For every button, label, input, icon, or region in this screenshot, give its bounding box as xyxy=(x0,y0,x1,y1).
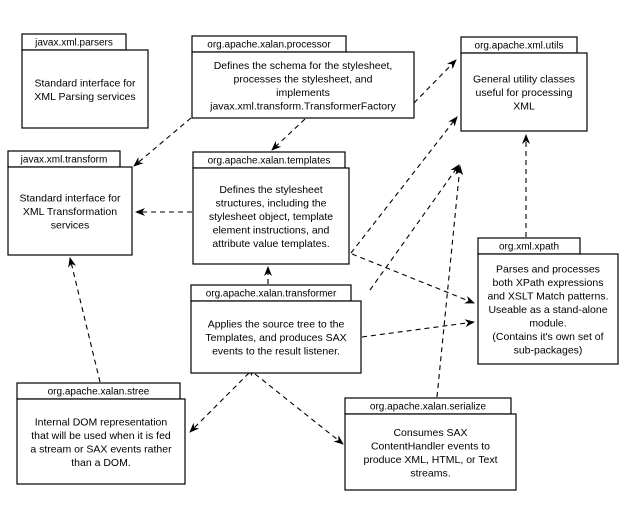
dependency-arrow-serialize-to-utils xyxy=(436,165,464,398)
dependency-arrow-transformer-stree xyxy=(189,366,256,433)
package-body-xpath xyxy=(477,253,619,365)
package-name-serialize: org.apache.xalan.serialize xyxy=(370,402,487,413)
package-name-transform: javax.xml.transform xyxy=(20,155,108,166)
package-description-line-utils-1: useful for processing xyxy=(476,87,573,99)
package-body-stree xyxy=(16,398,186,485)
dependency-arrow-transformer-to-serialize xyxy=(254,373,344,445)
package-description-line-processor-1: processes the stylesheet, and xyxy=(234,73,373,85)
package-description-line-processor-0: Defines the schema for the stylesheet, xyxy=(214,60,393,72)
package-description-line-xpath-1: both XPath expressions xyxy=(493,277,604,289)
dependency-arrow-transformer-to-utils xyxy=(369,164,460,291)
package-description-line-xpath-2: and XSLT Match patterns. xyxy=(487,291,608,303)
package-description-line-utils-0: General utility classes xyxy=(473,74,575,86)
dependency-arrow-stree-to-transform xyxy=(68,257,101,383)
package-description-line-serialize-0: Consumes SAX xyxy=(393,427,467,439)
package-body-transformer xyxy=(190,300,362,374)
package-description-line-serialize-3: streams. xyxy=(410,467,450,479)
package-name-processor: org.apache.xalan.processor xyxy=(207,40,331,51)
package-body-parsers xyxy=(21,49,149,129)
package-description-line-stree-2: a stream or SAX events rather xyxy=(30,443,172,455)
package-body-processor xyxy=(191,51,415,119)
package-description-line-parsers-1: XML Parsing services xyxy=(34,91,135,103)
package-description-line-transform-0: Standard interface for xyxy=(20,193,121,205)
dependency-arrow-templates-to-xpath xyxy=(351,253,475,304)
dependency-arrow-processor-to-templates xyxy=(271,118,306,151)
package-description-line-templates-3: element instructions, and xyxy=(213,225,330,237)
package-description-line-templates-0: Defines the stylesheet xyxy=(219,184,322,196)
package-name-transformer: org.apache.xalan.transformer xyxy=(206,289,337,300)
package-description-line-templates-4: attribute value templates. xyxy=(212,238,329,250)
package-description-line-stree-0: Internal DOM representation xyxy=(35,416,168,428)
package-description-line-xpath-3: Useable as a stand-alone xyxy=(488,304,607,316)
package-description-line-templates-2: stylesheet object, template xyxy=(209,211,333,223)
package-name-stree: org.apache.xalan.stree xyxy=(48,387,150,398)
package-body-utils xyxy=(460,52,588,132)
package-description-line-xpath-4: module. xyxy=(529,318,566,330)
dependency-arrow-templates-to-utils xyxy=(350,116,458,254)
package-description-line-processor-2: implements xyxy=(276,87,330,99)
package-description-line-utils-2: XML xyxy=(513,101,535,113)
dependency-arrow-transformer-to-xpath xyxy=(361,319,475,338)
package-description-line-parsers-0: Standard interface for xyxy=(35,77,136,89)
dependency-arrow-processor-to-utils xyxy=(413,59,457,104)
package-description-line-serialize-1: ContentHandler events to xyxy=(371,440,490,452)
dependency-arrow-processor-to-transform xyxy=(133,117,192,167)
package-description-line-stree-3: than a DOM. xyxy=(71,457,131,469)
package-description-line-xpath-0: Parses and processes xyxy=(496,264,600,276)
package-description-line-transform-2: services xyxy=(51,220,90,232)
package-name-parsers: javax.xml.parsers xyxy=(34,38,113,49)
package-name-xpath: org.xml.xpath xyxy=(499,242,559,253)
package-description-line-processor-3: javax.xml.transform.TransformerFactory xyxy=(209,100,396,112)
package-body-templates xyxy=(192,167,350,265)
package-body-serialize xyxy=(344,413,517,491)
package-description-line-transformer-0: Applies the source tree to the xyxy=(208,319,345,331)
package-description-line-xpath-6: sub-packages) xyxy=(514,345,583,357)
dependency-arrows xyxy=(68,59,530,445)
package-description-line-serialize-2: produce XML, HTML, or Text xyxy=(363,454,497,466)
package-name-templates: org.apache.xalan.templates xyxy=(208,156,331,167)
package-body-transform xyxy=(7,166,133,256)
package-description-line-transform-1: XML Transformation xyxy=(23,206,117,218)
package-description-line-templates-1: structures, including the xyxy=(216,198,327,210)
package-description-line-stree-1: that will be used when it is fed xyxy=(31,430,171,442)
package-description-line-transformer-2: events to the result listener. xyxy=(212,346,340,358)
package-description-line-xpath-5: (Contains it's own set of xyxy=(492,331,603,343)
package-description-line-transformer-1: Templates, and produces SAX xyxy=(205,332,346,344)
package-name-utils: org.apache.xml.utils xyxy=(475,41,564,52)
